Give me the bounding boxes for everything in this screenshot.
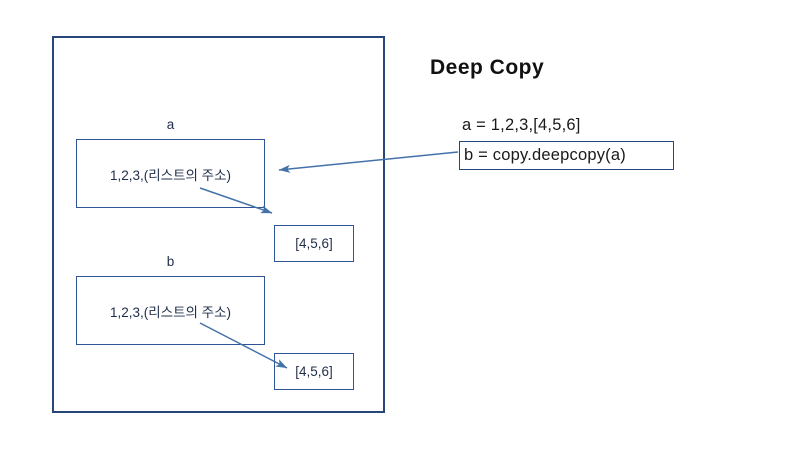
- list-box-b-value: [4,5,6]: [295, 364, 333, 379]
- variable-label-b: b: [166, 254, 175, 269]
- variable-label-a: a: [166, 117, 175, 132]
- variable-b-content: 1,2,3,(리스트의 주소): [109, 304, 232, 320]
- variable-box-b: 1,2,3,(리스트의 주소): [76, 276, 265, 345]
- list-box-b: [4,5,6]: [274, 353, 354, 390]
- code-line-b: b = copy.deepcopy(a): [464, 146, 626, 164]
- code-box-deepcopy: b = copy.deepcopy(a): [459, 141, 674, 170]
- slide-title: Deep Copy: [430, 56, 545, 79]
- diagram-outer-frame: [52, 36, 385, 413]
- variable-box-a: 1,2,3,(리스트의 주소): [76, 139, 265, 208]
- list-box-a: [4,5,6]: [274, 225, 354, 262]
- list-box-a-value: [4,5,6]: [295, 236, 333, 251]
- variable-a-content: 1,2,3,(리스트의 주소): [109, 167, 232, 183]
- code-line-a: a = 1,2,3,[4,5,6]: [462, 116, 581, 134]
